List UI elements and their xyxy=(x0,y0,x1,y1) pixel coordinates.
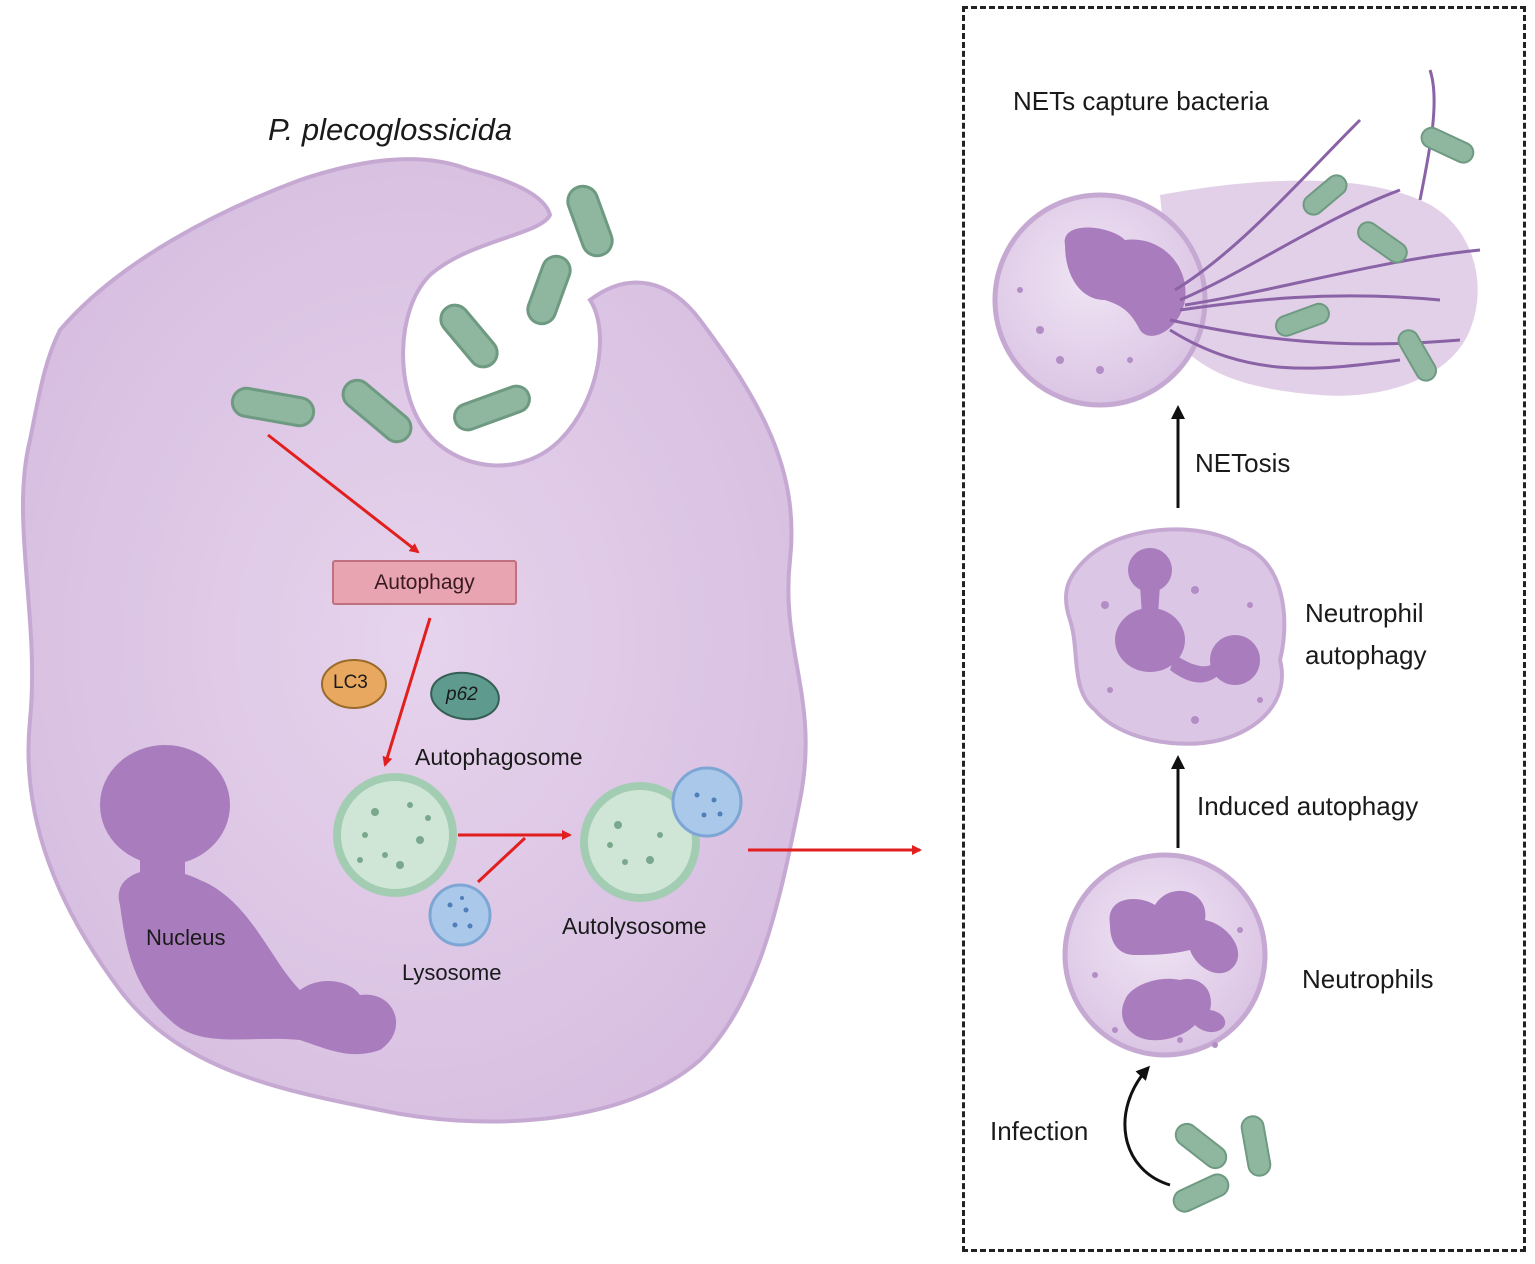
black-arrows-right xyxy=(1123,405,1185,1187)
neutrophil-autophagy-label-line2: autophagy xyxy=(1305,640,1427,670)
bacterium xyxy=(230,386,316,428)
red-arrows-left xyxy=(267,433,922,884)
bacterium xyxy=(1302,174,1348,216)
bacterium xyxy=(1357,221,1408,264)
lysosome-shape xyxy=(428,883,492,947)
bacterium xyxy=(341,378,413,444)
p62-protein xyxy=(430,671,500,721)
p62-label: p62 xyxy=(446,684,478,705)
autophagy-box: Autophagy xyxy=(332,560,517,605)
nets-label: NETs capture bacteria xyxy=(1013,86,1269,116)
neutrophil-autophagy-label-line1: Neutrophil xyxy=(1305,598,1424,628)
autolysosome-label: Autolysosome xyxy=(562,913,707,939)
bacterium xyxy=(439,303,499,369)
lc3-label: LC3 xyxy=(333,672,368,693)
pathogen-title: P. plecoglossicida xyxy=(268,112,513,147)
bacterium xyxy=(1174,1122,1228,1170)
netosis-label: NETosis xyxy=(1195,448,1291,478)
autolysosome-shape xyxy=(580,766,743,902)
lc3-protein xyxy=(321,659,387,709)
bacterium xyxy=(1275,302,1330,337)
lysosome-label: Lysosome xyxy=(402,960,502,985)
nets-neutrophil xyxy=(992,69,1481,408)
right-panel-border xyxy=(962,6,1526,1252)
arrow-infection xyxy=(1123,1065,1171,1187)
bacterium xyxy=(453,384,531,432)
arrow-to-autophagosome xyxy=(382,617,432,767)
bacterium xyxy=(1420,126,1475,164)
arrow-to-autophagy xyxy=(267,433,420,554)
nucleus-shape xyxy=(100,745,397,1055)
bacteria-infection xyxy=(1172,1115,1272,1213)
bacterium xyxy=(1397,329,1437,382)
nucleus-label: Nucleus xyxy=(146,925,226,950)
bacterium xyxy=(566,184,614,258)
bacteria-left xyxy=(230,184,614,444)
autophagosome-shape xyxy=(333,773,457,897)
induced-autophagy-label: Induced autophagy xyxy=(1197,791,1419,821)
bacterium xyxy=(1240,1115,1272,1177)
neutrophil-cell xyxy=(1062,852,1268,1058)
autophagosome-label: Autophagosome xyxy=(415,744,583,770)
arrow-lysosome-join xyxy=(476,836,527,884)
infection-label: Infection xyxy=(990,1116,1089,1146)
bacterium xyxy=(526,254,572,326)
neutrophils-label: Neutrophils xyxy=(1302,964,1434,994)
autophagic-neutrophil xyxy=(1064,527,1287,746)
bacterium xyxy=(1172,1173,1230,1213)
